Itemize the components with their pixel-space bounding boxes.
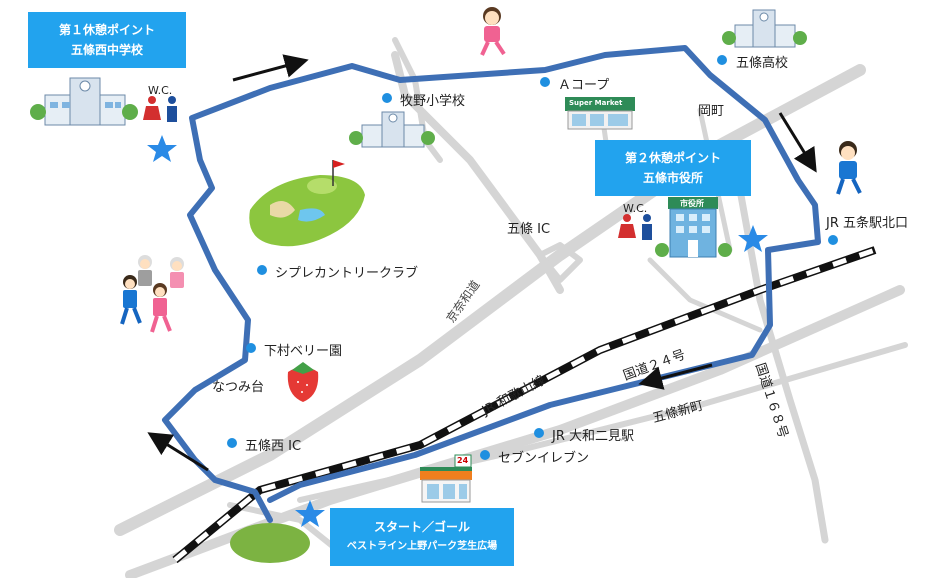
school-building-icon xyxy=(30,77,138,126)
seven-eleven-sign: 24 xyxy=(457,456,469,465)
rest-point-1-box: 第１休憩ポイント 五條西中学校 xyxy=(28,12,186,68)
restroom-icon-2 xyxy=(618,214,652,240)
road-keinawa-expressway xyxy=(114,64,866,536)
star-rest-point-1 xyxy=(147,135,177,162)
label-okamachi: 岡町 xyxy=(698,104,725,119)
rest-point-2-box: 第２休憩ポイント 五條市役所 xyxy=(595,140,751,196)
rest-point-2-name: 五條市役所 xyxy=(642,171,703,185)
restroom-label-1: W.C. xyxy=(148,84,173,97)
start-goal-title: スタート／ゴール xyxy=(373,520,470,534)
road-route168 xyxy=(736,186,829,544)
dot-shimomura-berry xyxy=(246,343,256,353)
arrow-west xyxy=(638,363,713,390)
dot-a-coop xyxy=(540,77,550,87)
start-goal-name: ベストライン上野パーク芝生広場 xyxy=(346,541,498,552)
dot-gojo-high xyxy=(717,55,727,65)
rest-point-2-title: 第２休憩ポイント xyxy=(624,151,721,165)
label-natsumidai: なつみ台 xyxy=(212,380,265,395)
rest-point-1-title: 第１休憩ポイント xyxy=(58,23,155,37)
strawberry-icon xyxy=(287,362,319,402)
walker-woman-icon xyxy=(480,7,506,56)
label-shimomura-berry: 下村ベリー園 xyxy=(264,344,343,359)
road-gojo-shinmachi xyxy=(297,342,908,503)
label-seven-eleven: セブンイレブン xyxy=(498,451,590,466)
dot-seven-eleven xyxy=(480,450,490,460)
label-jr-yamato-futami: JR 大和二見駅 xyxy=(552,429,634,444)
dot-makino-elementary xyxy=(382,93,392,103)
lawn-illustration xyxy=(230,523,310,563)
walker-man-icon xyxy=(836,141,862,195)
restroom-label-2: W.C. xyxy=(623,202,648,215)
elementary-school-icon xyxy=(349,111,435,148)
restroom-icon-1 xyxy=(143,96,177,122)
city-office-sign: 市役所 xyxy=(680,199,704,208)
high-school-icon xyxy=(722,9,807,48)
convenience-store-icon xyxy=(420,454,472,503)
supermarket-sign: Super Market xyxy=(569,99,623,107)
dot-jr-gojo-north xyxy=(828,235,838,245)
label-gojo-nishi-ic: 五條西 IC xyxy=(245,439,302,454)
dot-gojo-nishi-ic xyxy=(227,438,237,448)
label-gojo-high: 五條高校 xyxy=(736,56,789,71)
label-a-coop: Ａコープ xyxy=(558,78,610,93)
star-rest-point-2 xyxy=(738,225,768,252)
walker-group-icon xyxy=(120,255,184,333)
rest-point-1-name: 五條西中学校 xyxy=(70,43,143,57)
label-cyprus-country-club: シプレカントリークラブ xyxy=(275,266,419,281)
arrow-northwest xyxy=(147,432,209,472)
stars xyxy=(147,135,768,527)
direction-arrows xyxy=(147,54,817,472)
label-jr-gojo-north: JR 五条駅北口 xyxy=(826,216,908,231)
jr-railway xyxy=(172,246,877,564)
label-makino-elementary: 牧野小学校 xyxy=(400,94,466,109)
golf-course-illustration xyxy=(249,160,365,247)
start-goal-box: スタート／ゴール ベストライン上野パーク芝生広場 xyxy=(330,508,514,566)
walking-route xyxy=(162,45,821,523)
dot-cyprus-country-club xyxy=(257,265,267,275)
label-gojo-ic: 五條 IC xyxy=(507,222,551,237)
arrow-south xyxy=(778,112,817,173)
arrow-east xyxy=(232,54,309,82)
star-start-goal xyxy=(295,500,325,527)
place-dots xyxy=(227,55,838,460)
supermarket-icon xyxy=(565,97,635,130)
city-office-icon xyxy=(655,197,732,258)
dot-jr-yamato-futami xyxy=(534,428,544,438)
